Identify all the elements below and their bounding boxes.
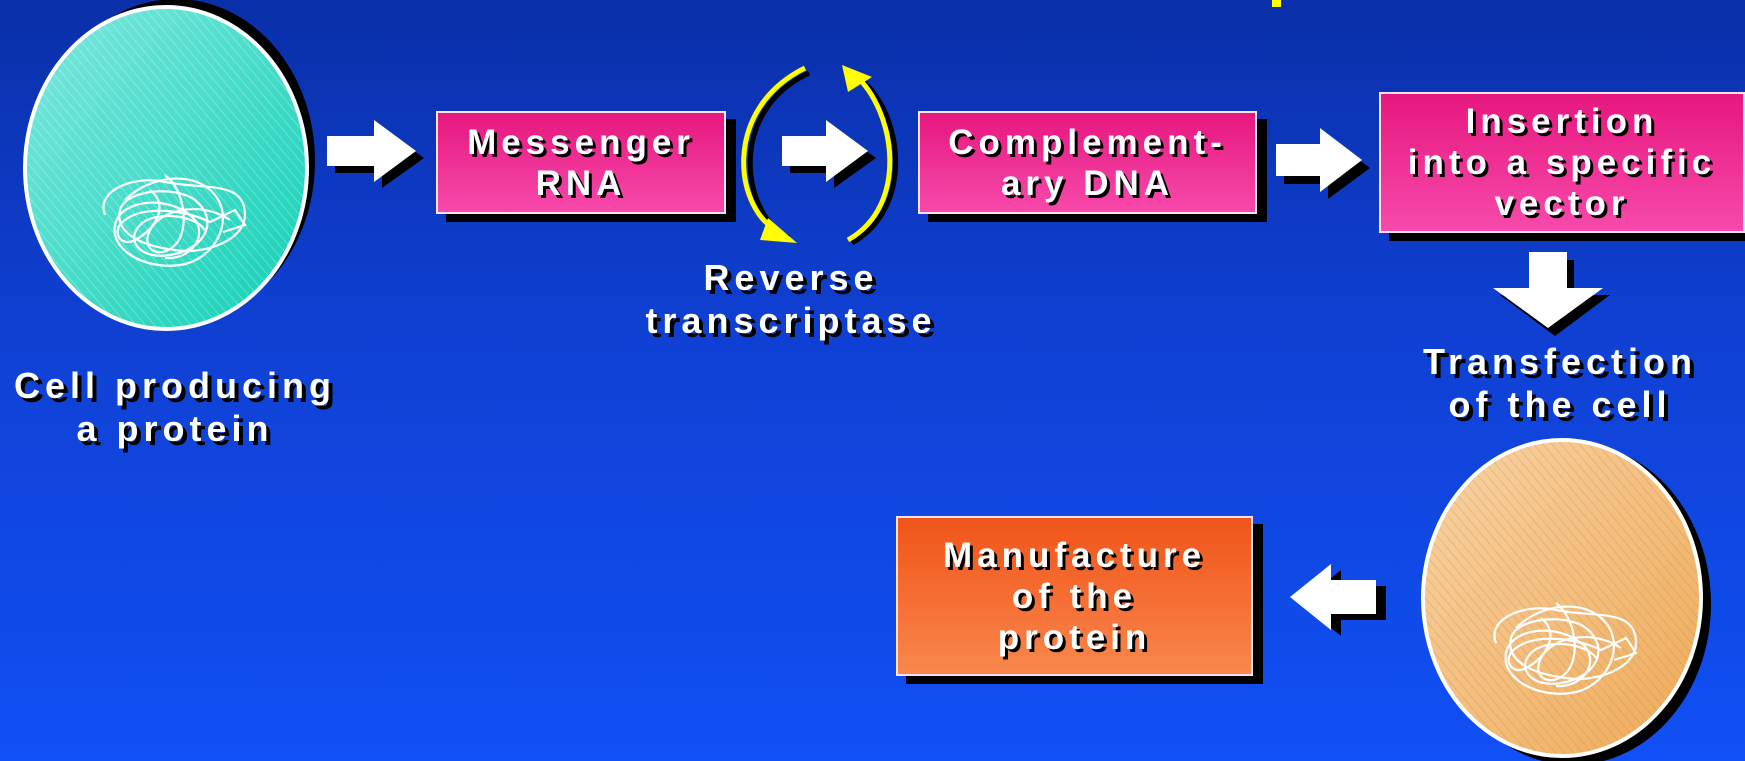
host-cell-icon (1421, 438, 1711, 761)
reverse-transcriptase-label: Reverse transcriptase (645, 257, 937, 341)
right-arrow-icon (327, 120, 424, 188)
circular-arrows-icon (741, 65, 899, 246)
right-arrow-icon (782, 120, 876, 188)
complementary-dna-label: Complement- ary DNA (948, 122, 1227, 203)
protein-manufacture-label: Manufacture of the protein (942, 535, 1207, 657)
left-arrow-icon (1290, 564, 1386, 636)
dna-tangle-icon (102, 174, 247, 267)
source-cell-icon (23, 0, 315, 331)
transfection-label: Transfection of the cell (1422, 341, 1698, 425)
vector-insertion-box: Insertion into a specific vector (1379, 92, 1745, 233)
messenger-rna-label: Messenger RNA (467, 122, 695, 203)
complementary-dna-box: Complement- ary DNA (918, 111, 1257, 214)
right-arrow-icon (1276, 128, 1370, 199)
down-arrow-icon (1493, 252, 1610, 336)
title-fragment (1272, 0, 1281, 7)
cell-producing-label: Cell producing a protein (14, 365, 336, 449)
messenger-rna-box: Messenger RNA (436, 111, 726, 214)
protein-manufacture-box: Manufacture of the protein (896, 516, 1253, 676)
dna-tangle-icon (1493, 602, 1638, 695)
vector-insertion-label: Insertion into a specific vector (1407, 102, 1717, 223)
